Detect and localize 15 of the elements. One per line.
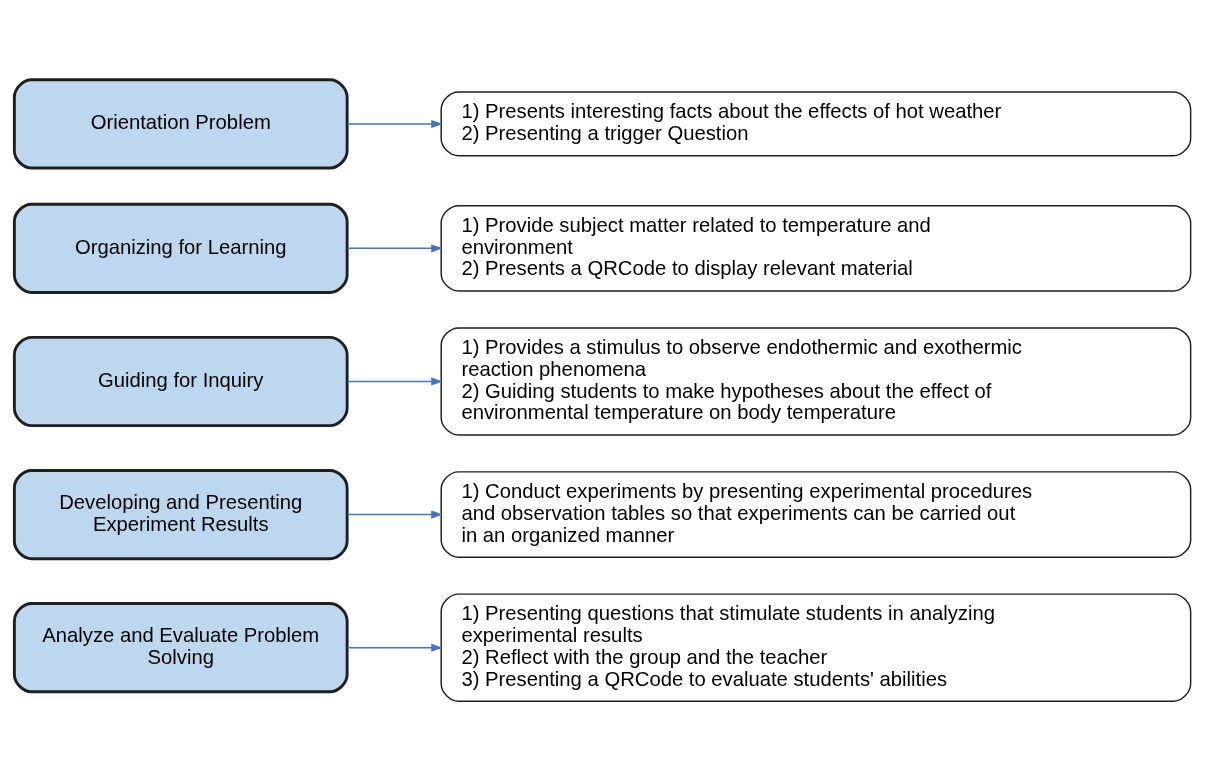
arrow xyxy=(346,119,443,128)
node-box: Developing and Presenting Experiment Results xyxy=(12,468,349,560)
arrow xyxy=(346,243,443,252)
node-box: 1) Presenting questions that stimulate students in analyzing experimental results 2) Reflect with the group and the teacher 3) Presenting a QRCode to evaluate students' abilities xyxy=(440,592,1192,702)
node-box: 1) Provide subject matter related to temperature and environment 2) Presents a QRCode to display relevant material xyxy=(440,204,1192,292)
node-box: Guiding for Inquiry xyxy=(12,335,349,427)
node-box: 1) Presents interesting facts about the effects of hot weather 2) Presenting a trigger Question xyxy=(440,90,1192,156)
arrow xyxy=(346,376,443,386)
node-box: 1) Provides a stimulus to observe endothermic and exothermic reaction phenomena 2) Guiding students to make hypotheses about the effect of environmental temperature on body temperature xyxy=(440,326,1192,436)
node-box: Organizing for Learning xyxy=(12,202,349,294)
arrow xyxy=(346,643,443,652)
node-box: Analyze and Evaluate Problem Solving xyxy=(12,601,349,693)
node-box: 1) Conduct experiments by presenting experimental procedures and observation tables so that experiments can be carried out in an organized manner xyxy=(440,470,1192,558)
arrow xyxy=(346,510,443,519)
node-box: Orientation Problem xyxy=(12,77,349,169)
